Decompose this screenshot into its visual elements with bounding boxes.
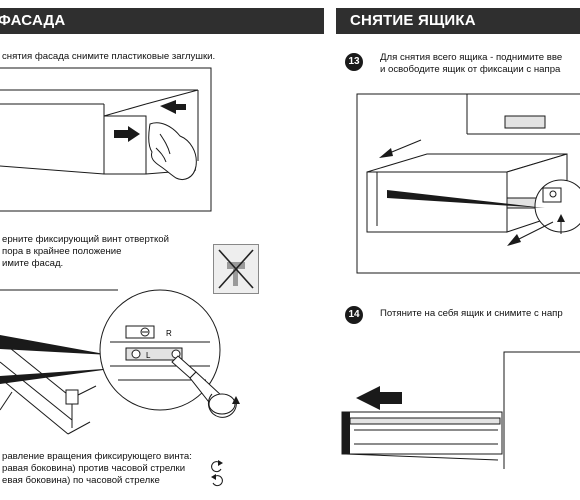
step2-line3: имите фасад. <box>2 258 64 269</box>
rotation-line2: равая боковина) против часовой стрелки <box>2 463 186 474</box>
step13-line1: Для снятия всего ящика - поднимите вве <box>380 52 563 63</box>
rotation-line1: равление вращения фиксирующего винта: <box>2 451 192 462</box>
left-side-marker: L <box>146 351 151 360</box>
cw-arrow-icon <box>211 474 223 487</box>
right-side-marker: R <box>166 329 172 338</box>
section-header-facade: ФАСАДА <box>0 8 324 34</box>
section-header-drawer-removal: СНЯТИЕ ЯЩИКА <box>336 8 580 34</box>
section-title-facade: ФАСАДА <box>0 12 66 29</box>
ccw-arrow-icon <box>211 460 223 473</box>
figure-lift-drawer <box>356 93 580 274</box>
step13-badge: 13 <box>345 53 363 71</box>
section-title-drawer-removal: СНЯТИЕ ЯЩИКА <box>350 12 476 29</box>
step1-text: снятия фасада снимите пластиковые заглуш… <box>2 51 216 62</box>
step14-badge: 14 <box>345 306 363 324</box>
step2-line1: ерните фиксирующий винт отверткой <box>2 234 170 245</box>
no-hammer-icon <box>213 244 259 294</box>
step14-text: Потяните на себя ящик и снимите с напр <box>380 308 563 319</box>
step2-line2: пора в крайнее положение <box>2 246 122 257</box>
figure-pull-drawer <box>341 351 580 469</box>
rotation-line3: евая боковина) по часовой стрелке <box>2 475 160 486</box>
figure-remove-caps <box>0 67 212 212</box>
step13-line2: и освободите ящик от фиксации с напра <box>380 64 561 75</box>
figure-fixing-screw: R L <box>0 289 240 435</box>
